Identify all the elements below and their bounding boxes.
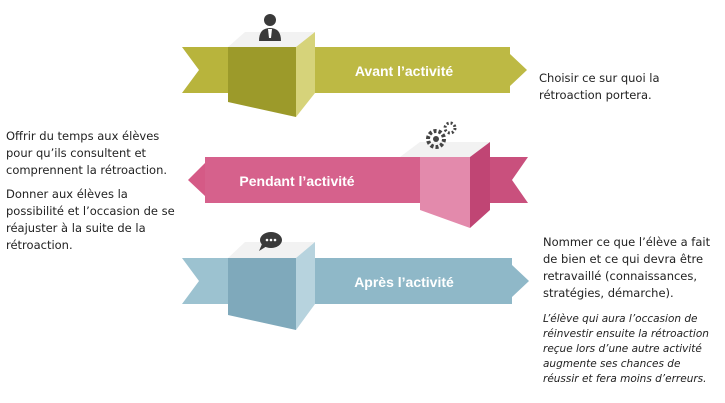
apres-band (296, 258, 512, 304)
pendant-description-text-1: Offrir du temps aux élèves pour qu’ils c… (6, 129, 168, 177)
pendant-block-side (420, 157, 470, 228)
avant-block-side (228, 47, 296, 117)
gears-icon (426, 121, 457, 149)
person-icon (259, 14, 281, 41)
pendant-arrow (188, 163, 205, 196)
apres-block-top (228, 242, 315, 258)
avant-block-shade (296, 32, 315, 117)
apres-description: Nommer ce que l’élève a fait de bien et … (543, 234, 719, 387)
apres-description-text: Nommer ce que l’élève a fait de bien et … (543, 235, 711, 300)
avant-label: Avant l’activité (355, 63, 454, 79)
apres-italic-note: L’élève qui aura l’occasion de réinvesti… (543, 313, 709, 385)
speech-bubbles-icon (259, 232, 282, 251)
pendant-band (205, 157, 420, 203)
pendant-block-top (400, 142, 490, 157)
stage-pendant: Pendant l’activité (188, 121, 528, 228)
apres-block-side (228, 258, 296, 330)
avant-description: Choisir ce sur quoi la rétroaction porte… (539, 70, 689, 111)
pendant-block-front (470, 142, 490, 228)
pendant-label: Pendant l’activité (239, 173, 354, 189)
pendant-ribbon-tail (490, 157, 528, 203)
apres-label: Après l’activité (354, 274, 454, 290)
avant-arrow (510, 54, 527, 86)
avant-description-text: Choisir ce sur quoi la rétroaction porte… (539, 71, 660, 102)
stage-avant: Avant l’activité (182, 14, 527, 117)
avant-band (296, 47, 510, 93)
pendant-description-text-2: Donner aux élèves la possibilité et l’oc… (6, 187, 175, 252)
avant-ribbon-tail (182, 47, 228, 93)
apres-ribbon-tail (182, 258, 228, 304)
pendant-description: Offrir du temps aux élèves pour qu’ils c… (6, 128, 182, 261)
apres-block-shade (296, 242, 315, 330)
stage-apres: Après l’activité (182, 232, 529, 330)
apres-arrow (512, 265, 529, 297)
